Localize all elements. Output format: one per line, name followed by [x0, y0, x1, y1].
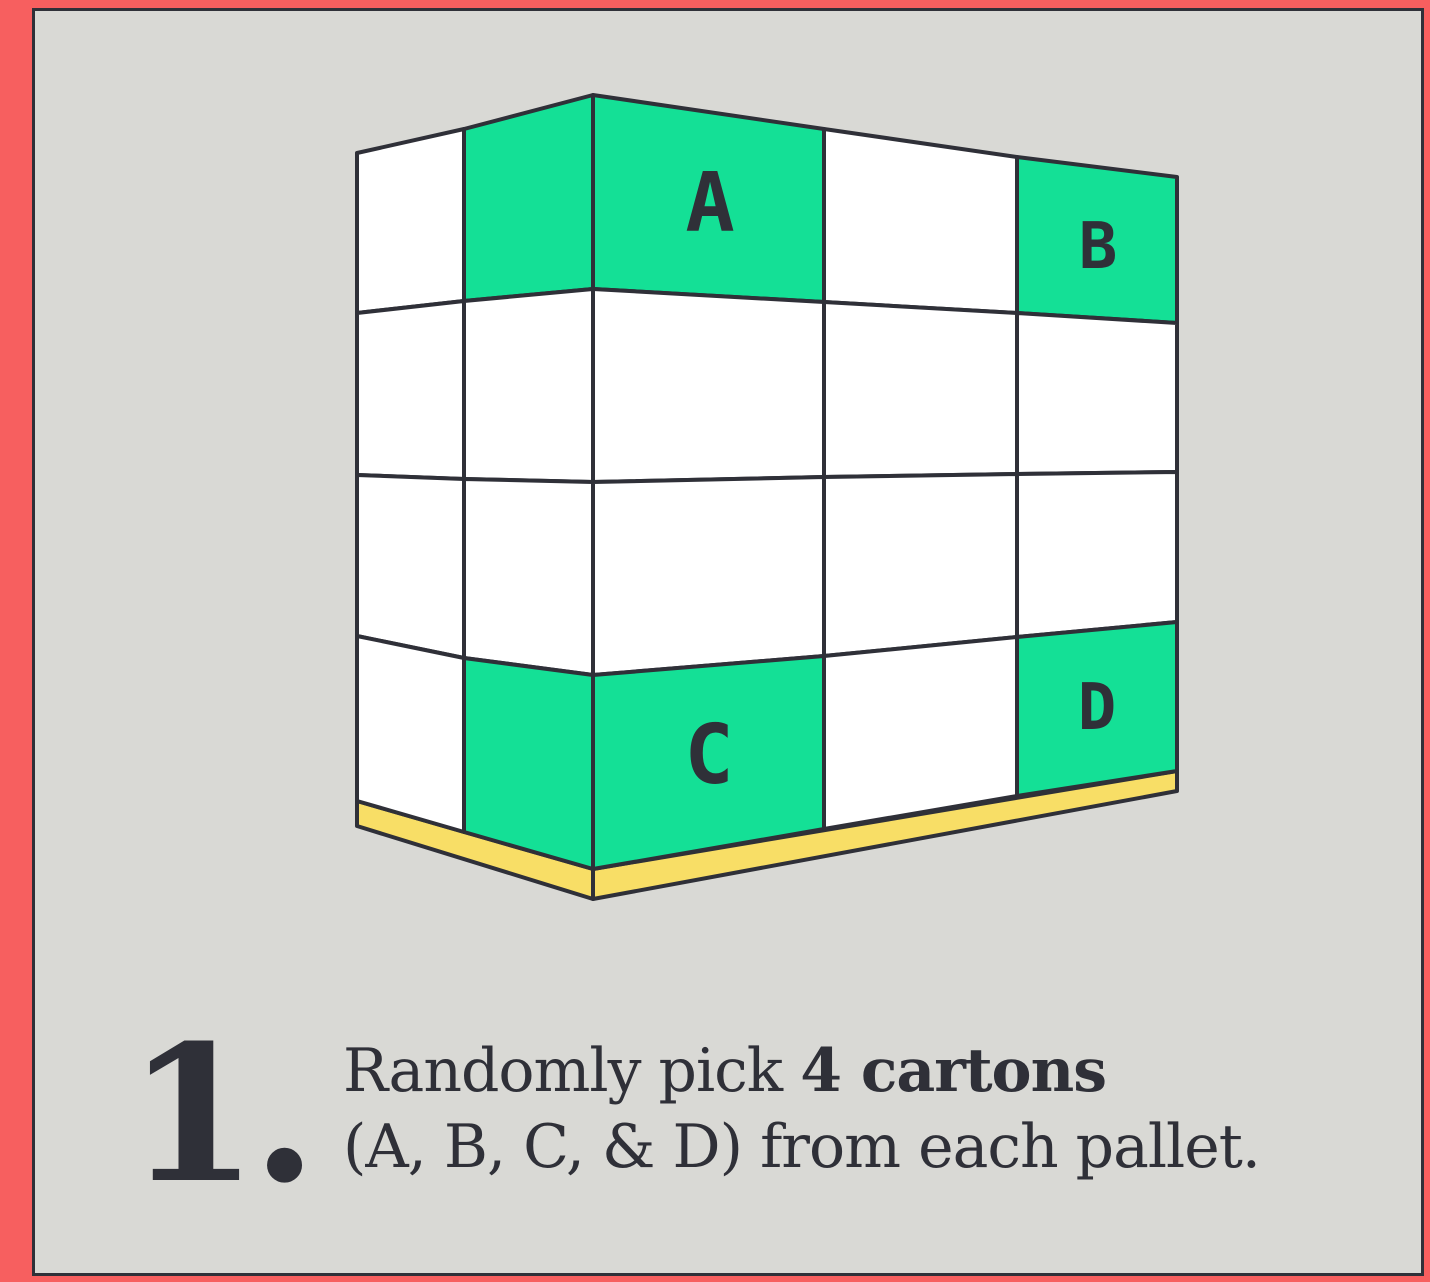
- carton-left-r2c2: [464, 289, 593, 482]
- carton-front-r3c1: [593, 477, 824, 675]
- carton-front-r1c2: [824, 129, 1017, 313]
- carton-front-r4c2: [824, 637, 1017, 829]
- carton-front-r2c3: [1017, 313, 1177, 474]
- step-card: A B C D 1. Randomly pick 4 cartons (A, B…: [32, 8, 1424, 1276]
- carton-left-r3c2: [464, 479, 593, 675]
- carton-label-a: A: [685, 156, 734, 251]
- step-instruction: Randomly pick 4 cartons (A, B, C, & D) f…: [343, 1033, 1403, 1185]
- carton-left-r1c1: [357, 129, 464, 313]
- carton-left-r4c1: [357, 636, 464, 832]
- instruction-text-pre: Randomly pick: [343, 1036, 800, 1106]
- instruction-line-2: (A, B, C, & D) from each pallet.: [343, 1109, 1403, 1185]
- carton-front-r3c3: [1017, 472, 1177, 637]
- carton-front-r2c1: [593, 289, 824, 482]
- carton-front-r2c2: [824, 302, 1017, 477]
- carton-left-r3c1: [357, 475, 464, 658]
- step-number: 1.: [127, 1021, 311, 1209]
- carton-left-r4c2: [464, 658, 593, 869]
- carton-left-r2c1: [357, 301, 464, 479]
- carton-front-r3c2: [824, 474, 1017, 656]
- carton-label-b: B: [1079, 210, 1118, 284]
- carton-label-c: C: [684, 708, 733, 803]
- carton-left-r1c2: [464, 95, 593, 301]
- carton-label-d: D: [1078, 671, 1117, 745]
- instruction-line-1: Randomly pick 4 cartons: [343, 1033, 1403, 1109]
- instruction-emphasis: 4 cartons: [800, 1036, 1106, 1106]
